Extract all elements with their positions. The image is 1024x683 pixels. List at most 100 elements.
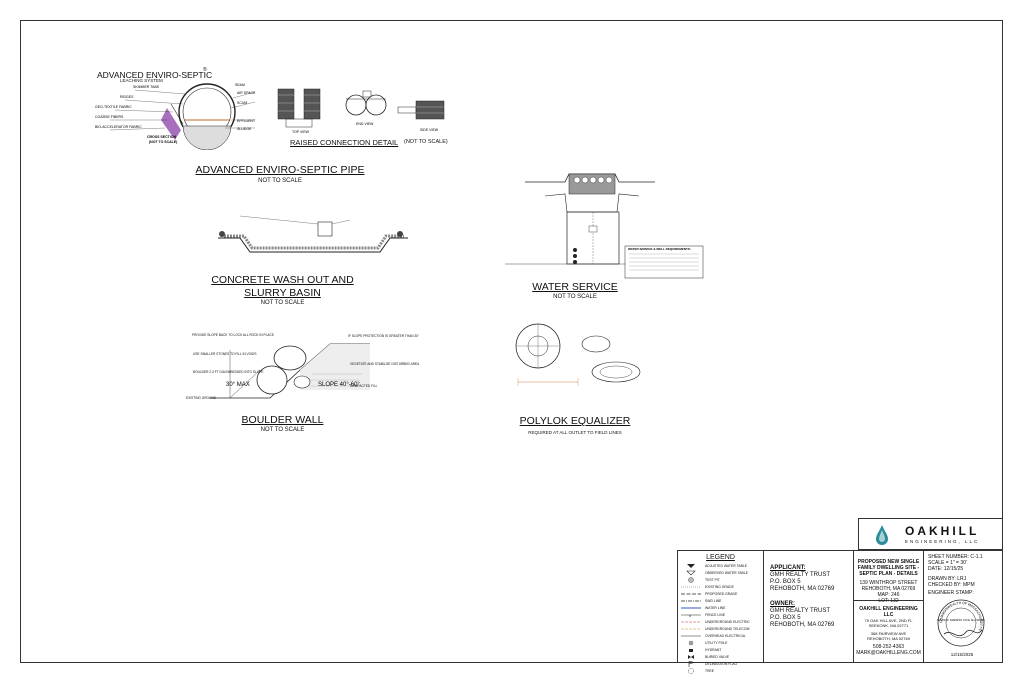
legend-item: EXISTING GRADE xyxy=(680,583,763,590)
water-note-title: WATER SERVICE & WELL REQUIREMENTS: xyxy=(628,247,691,251)
logo-name: OAKHILL xyxy=(905,524,980,538)
project-address-3: LOT: 132 xyxy=(878,598,899,604)
enviro-label-5: SEAM xyxy=(235,83,245,87)
legend-symbol-triangle-down xyxy=(680,563,702,569)
legend-item: OBSERVED WATER TABLE xyxy=(680,569,763,576)
legend-title: LEGEND xyxy=(706,554,735,561)
legend-label: FENCE LINE xyxy=(705,612,725,617)
enviro-label-8: EFFLUENT xyxy=(237,119,256,123)
legend-symbol-tree xyxy=(680,667,702,674)
legend-symbol-dash-dot xyxy=(680,598,702,604)
raised-note: (NOT TO SCALE) xyxy=(404,139,448,145)
stamp-inner-text: MARK P. MARINO CIVIL No. 50965 xyxy=(937,618,985,622)
boulder-label-1: USE SMALLER STONES TO FILL IN VOIDS xyxy=(193,352,257,356)
company-address-3: REHOBOTH, MA 02769 xyxy=(867,636,910,641)
legend-item: WATER LINE xyxy=(680,604,763,611)
raised-side-view: SIDE VIEW xyxy=(420,128,439,132)
washout-title: CONCRETE WASH OUT AND SLURRY BASIN xyxy=(190,274,375,300)
boulder-max-label: 30° MAX xyxy=(226,382,250,388)
enviro-label-6: AIR SPACE xyxy=(237,91,256,95)
boulder-label-6: COMPACTED FILL xyxy=(350,384,378,388)
legend-item: ADJUSTED WATER TABLE xyxy=(680,562,763,569)
water-title: WATER SERVICE xyxy=(532,281,618,293)
enviro-label-0: SKIMMER TABS xyxy=(133,85,160,89)
legend-symbol-triangle-down-open xyxy=(680,570,702,576)
oakhill-drop-icon xyxy=(876,525,888,545)
project-address-1: REHOBOTH, MA 02769 xyxy=(861,586,916,592)
water-subtitle: NOT TO SCALE xyxy=(553,294,597,300)
project-address-2: MAP: 246 xyxy=(877,592,900,598)
legend-label: HYDRANT xyxy=(705,647,722,652)
owner-label: OWNER: xyxy=(770,601,795,607)
applicant-line-0: GMH REALTY TRUST xyxy=(770,572,831,578)
enviro-label-10: CROSS SECTION xyxy=(147,135,176,139)
enviro-subheading: LEACHING SYSTEM xyxy=(120,78,163,83)
legend-item: PROPOSED GRADE xyxy=(680,590,763,597)
checked-by: CHECKED BY: MPM xyxy=(928,582,975,588)
legend-symbol-e-line xyxy=(680,619,702,625)
parties-panel: APPLICANT: GMH REALTY TRUST P.O. BOX 5 R… xyxy=(764,551,854,662)
legend-symbol-pole xyxy=(680,640,702,646)
enviro-label-2: GEO-TEXTILE FABRIC xyxy=(95,105,132,109)
enviro-label-11: (NOT TO SCALE) xyxy=(149,140,177,144)
project-title-1: FAMILY DWELLING SITE - xyxy=(857,565,920,571)
washout-title-line2: SLURRY BASIN xyxy=(244,287,321,299)
project-title-0: PROPOSED NEW SINGLE xyxy=(857,559,920,565)
sheet-date: DATE: 12/15/25 xyxy=(928,566,964,572)
stamp-date: 12/15/2025 xyxy=(950,652,974,657)
legend-label: UNDERGROUND ELECTRIC xyxy=(705,619,750,624)
legend-item: UNDERGROUND TELECOM xyxy=(680,625,763,632)
legend-item: SWD LINE xyxy=(680,597,763,604)
legend-label: BURIED VALVE xyxy=(705,654,730,659)
legend-label: EXISTING GRADE xyxy=(705,584,734,589)
legend-symbol-hydrant xyxy=(680,647,702,653)
washout-title-line1: CONCRETE WASH OUT AND xyxy=(211,274,354,286)
sheet-number: SHEET NUMBER: C-1.1 xyxy=(928,554,983,560)
company-email[interactable]: MARK@OAKHILLENG.COM xyxy=(856,650,921,656)
owner-line-0: GMH REALTY TRUST xyxy=(770,608,831,614)
boulder-label-4: IF SLOPE PROTECTION IS GREATER THAN 30' xyxy=(348,334,419,338)
logo-block: OAKHILL ENGINEERING, LLC xyxy=(858,518,1003,550)
legend-symbol-valve xyxy=(680,654,702,660)
project-title-2: SEPTIC PLAN - DETAILS xyxy=(859,571,918,577)
legend-label: PROPOSED GRADE xyxy=(705,591,738,596)
enviro-label-1: RIDGES xyxy=(120,95,134,99)
legend-item: x FENCE LINE xyxy=(680,611,763,618)
polylok-title: POLYLOK EQUALIZER xyxy=(519,415,631,427)
boulder-title: BOULDER WALL xyxy=(241,414,324,426)
legend-item: TEST PIT xyxy=(680,576,763,583)
polylok-subtitle: REQUIRED AT ALL OUTLET TO FIELD LINES xyxy=(528,430,622,435)
washout-subtitle: NOT TO SCALE xyxy=(260,300,305,306)
raised-end-view: END VIEW xyxy=(356,122,374,126)
owner-line-2: REHOBOTH, MA 02769 xyxy=(770,622,835,628)
enviro-label-4: BIO-ACCELERATOR FABRIC xyxy=(95,125,142,129)
raised-title: RAISED CONNECTION DETAIL xyxy=(290,138,399,147)
water-service-drawing: WATER SERVICE & WELL REQUIREMENTS: xyxy=(505,173,704,279)
applicant-line-2: REHOBOTH, MA 02769 xyxy=(770,586,835,592)
owner-line-1: P.O. BOX 5 xyxy=(770,615,801,621)
company-address-1: SEEKONK, MA 02771 xyxy=(868,623,909,628)
legend-item: BURIED VALVE xyxy=(680,653,763,660)
enviro-label-9: SLUDGE xyxy=(237,127,252,131)
legend-label: TEST PIT xyxy=(705,577,720,582)
registered-mark: ® xyxy=(203,67,207,73)
legend-label: SWD LINE xyxy=(705,598,722,603)
legend-item: HYDRANT xyxy=(680,646,763,653)
washout-drawing xyxy=(218,215,408,253)
svg-text:x: x xyxy=(689,613,691,618)
enviro-label-3: COARSE FIBERS xyxy=(95,115,124,119)
boulder-subtitle: NOT TO SCALE xyxy=(260,427,305,433)
legend-symbol-x-line: x xyxy=(680,612,702,618)
company-name: OAKHILL ENGINEERING LLC xyxy=(859,606,918,618)
applicant-label: APPLICANT: xyxy=(770,565,806,571)
boulder-label-5: VEGETATE AND STABILIZE DISTURBED AREA xyxy=(350,362,420,366)
drawn-by: DRAWN BY: LRJ xyxy=(928,576,967,582)
legend-item: DELINEATION FLAG xyxy=(680,660,763,667)
raised-connection-drawing: TOP VIEW END VIEW SIDE VIEW xyxy=(277,88,445,134)
engineer-stamp-label: ENGINEER STAMP: xyxy=(928,590,974,596)
legend-symbol-oh-line xyxy=(680,633,702,639)
company-address-2: 368 FAIRVIEW AVE xyxy=(870,631,907,636)
drawing-sheet-border xyxy=(20,20,1003,663)
